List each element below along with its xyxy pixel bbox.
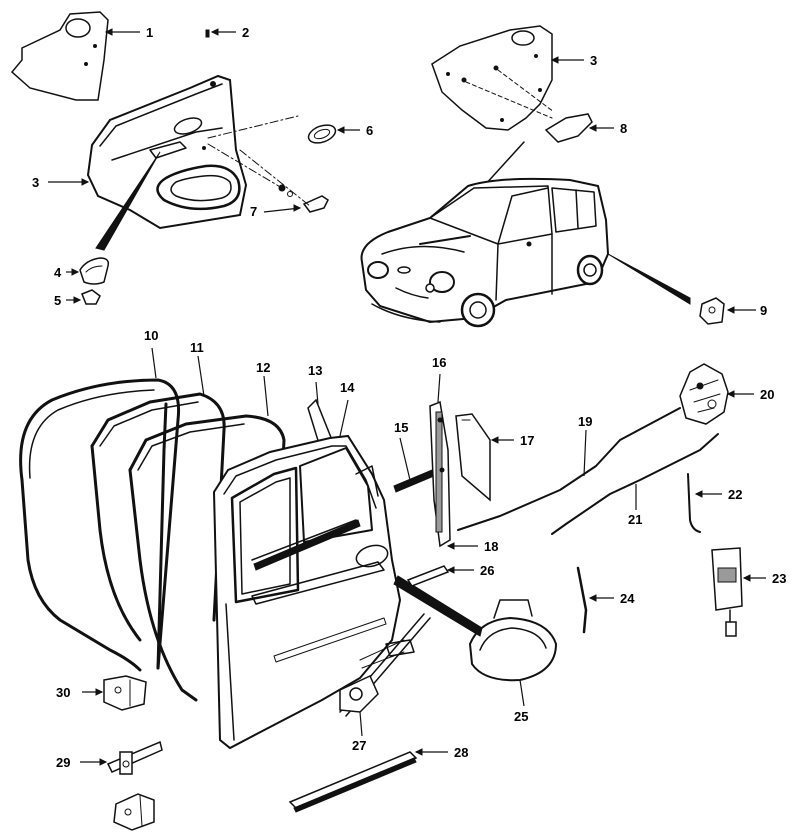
part-8-handle-cover — [544, 113, 593, 143]
callout-5: 5 — [54, 293, 61, 308]
callout-3: 3 — [590, 53, 597, 68]
part-20-door-latch — [679, 363, 729, 425]
part-9-striker — [699, 297, 725, 325]
part-27-window-regulator — [339, 613, 431, 717]
alignment-lines — [207, 115, 311, 207]
callout-23: 23 — [772, 571, 786, 586]
callout-30: 30 — [56, 685, 70, 700]
part-14-door-shell — [212, 434, 402, 750]
callout-2: 2 — [242, 25, 249, 40]
leader-panel-to-car — [483, 141, 525, 187]
vehicle-illustration — [360, 177, 610, 328]
pointer-wedge-handle — [95, 151, 161, 251]
callout-16: 16 — [432, 355, 446, 370]
part-4-handle-bezel — [79, 257, 110, 285]
part-30-door-hinge-upper — [103, 675, 147, 711]
callout-4: 4 — [54, 265, 62, 280]
part-23-lock-actuator — [711, 547, 743, 637]
part-29-door-check — [106, 740, 163, 775]
part-21-latch-rod — [551, 433, 719, 535]
callout-labels: 1 2 3 3 4 5 6 7 8 9 10 11 12 13 14 15 16… — [32, 25, 786, 770]
callout-13: 13 — [308, 363, 322, 378]
part-28-lower-molding — [288, 751, 418, 813]
part-30-door-hinge-lower — [113, 793, 155, 831]
callout-11: 11 — [190, 340, 204, 355]
pointer-wedge-car — [607, 253, 691, 305]
callout-14: 14 — [340, 380, 355, 395]
part-15-belt-molding — [393, 469, 435, 493]
callout-10: 10 — [144, 328, 158, 343]
part-11-window-channel — [90, 392, 226, 670]
callout-27: 27 — [352, 738, 366, 753]
part-5-clip — [81, 289, 101, 305]
callout-15: 15 — [394, 420, 408, 435]
part-19-lock-rod — [457, 407, 681, 531]
part-3-door-trim-panel — [86, 74, 248, 230]
part-10-door-weatherstrip — [19, 378, 181, 672]
callout-18: 18 — [484, 539, 498, 554]
callout-20: 20 — [760, 387, 774, 402]
callout-17: 17 — [520, 433, 534, 448]
part-12-door-seal — [128, 414, 286, 702]
callout-19: 19 — [578, 414, 592, 429]
callout-1: 1 — [146, 25, 153, 40]
part-6-inner-handle — [307, 124, 337, 144]
part-24-outer-rod — [576, 566, 588, 634]
callout-29: 29 — [56, 755, 70, 770]
callout-12: 12 — [256, 360, 270, 375]
callout-26: 26 — [480, 563, 494, 578]
part-22-inner-rod — [687, 473, 701, 533]
leader-arrowheads — [71, 28, 751, 766]
part-3-inner-door-panel — [431, 25, 555, 131]
callout-28: 28 — [454, 745, 468, 760]
callout-6: 6 — [366, 123, 373, 138]
callout-9: 9 — [760, 303, 767, 318]
callout-24: 24 — [620, 591, 635, 606]
callout-25: 25 — [514, 709, 528, 724]
part-2-clip — [205, 29, 210, 38]
callout-3: 3 — [32, 175, 39, 190]
callout-21: 21 — [628, 512, 642, 527]
part-26-door-molding — [406, 565, 450, 587]
callout-22: 22 — [728, 487, 742, 502]
callout-8: 8 — [620, 121, 627, 136]
part-25-outer-handle — [393, 575, 558, 682]
part-1-water-deflector — [10, 11, 109, 101]
part-17-quarter-glass — [455, 413, 491, 502]
part-16-rear-channel — [429, 400, 451, 548]
callout-7: 7 — [250, 204, 257, 219]
part-7-window-crank — [278, 184, 329, 213]
